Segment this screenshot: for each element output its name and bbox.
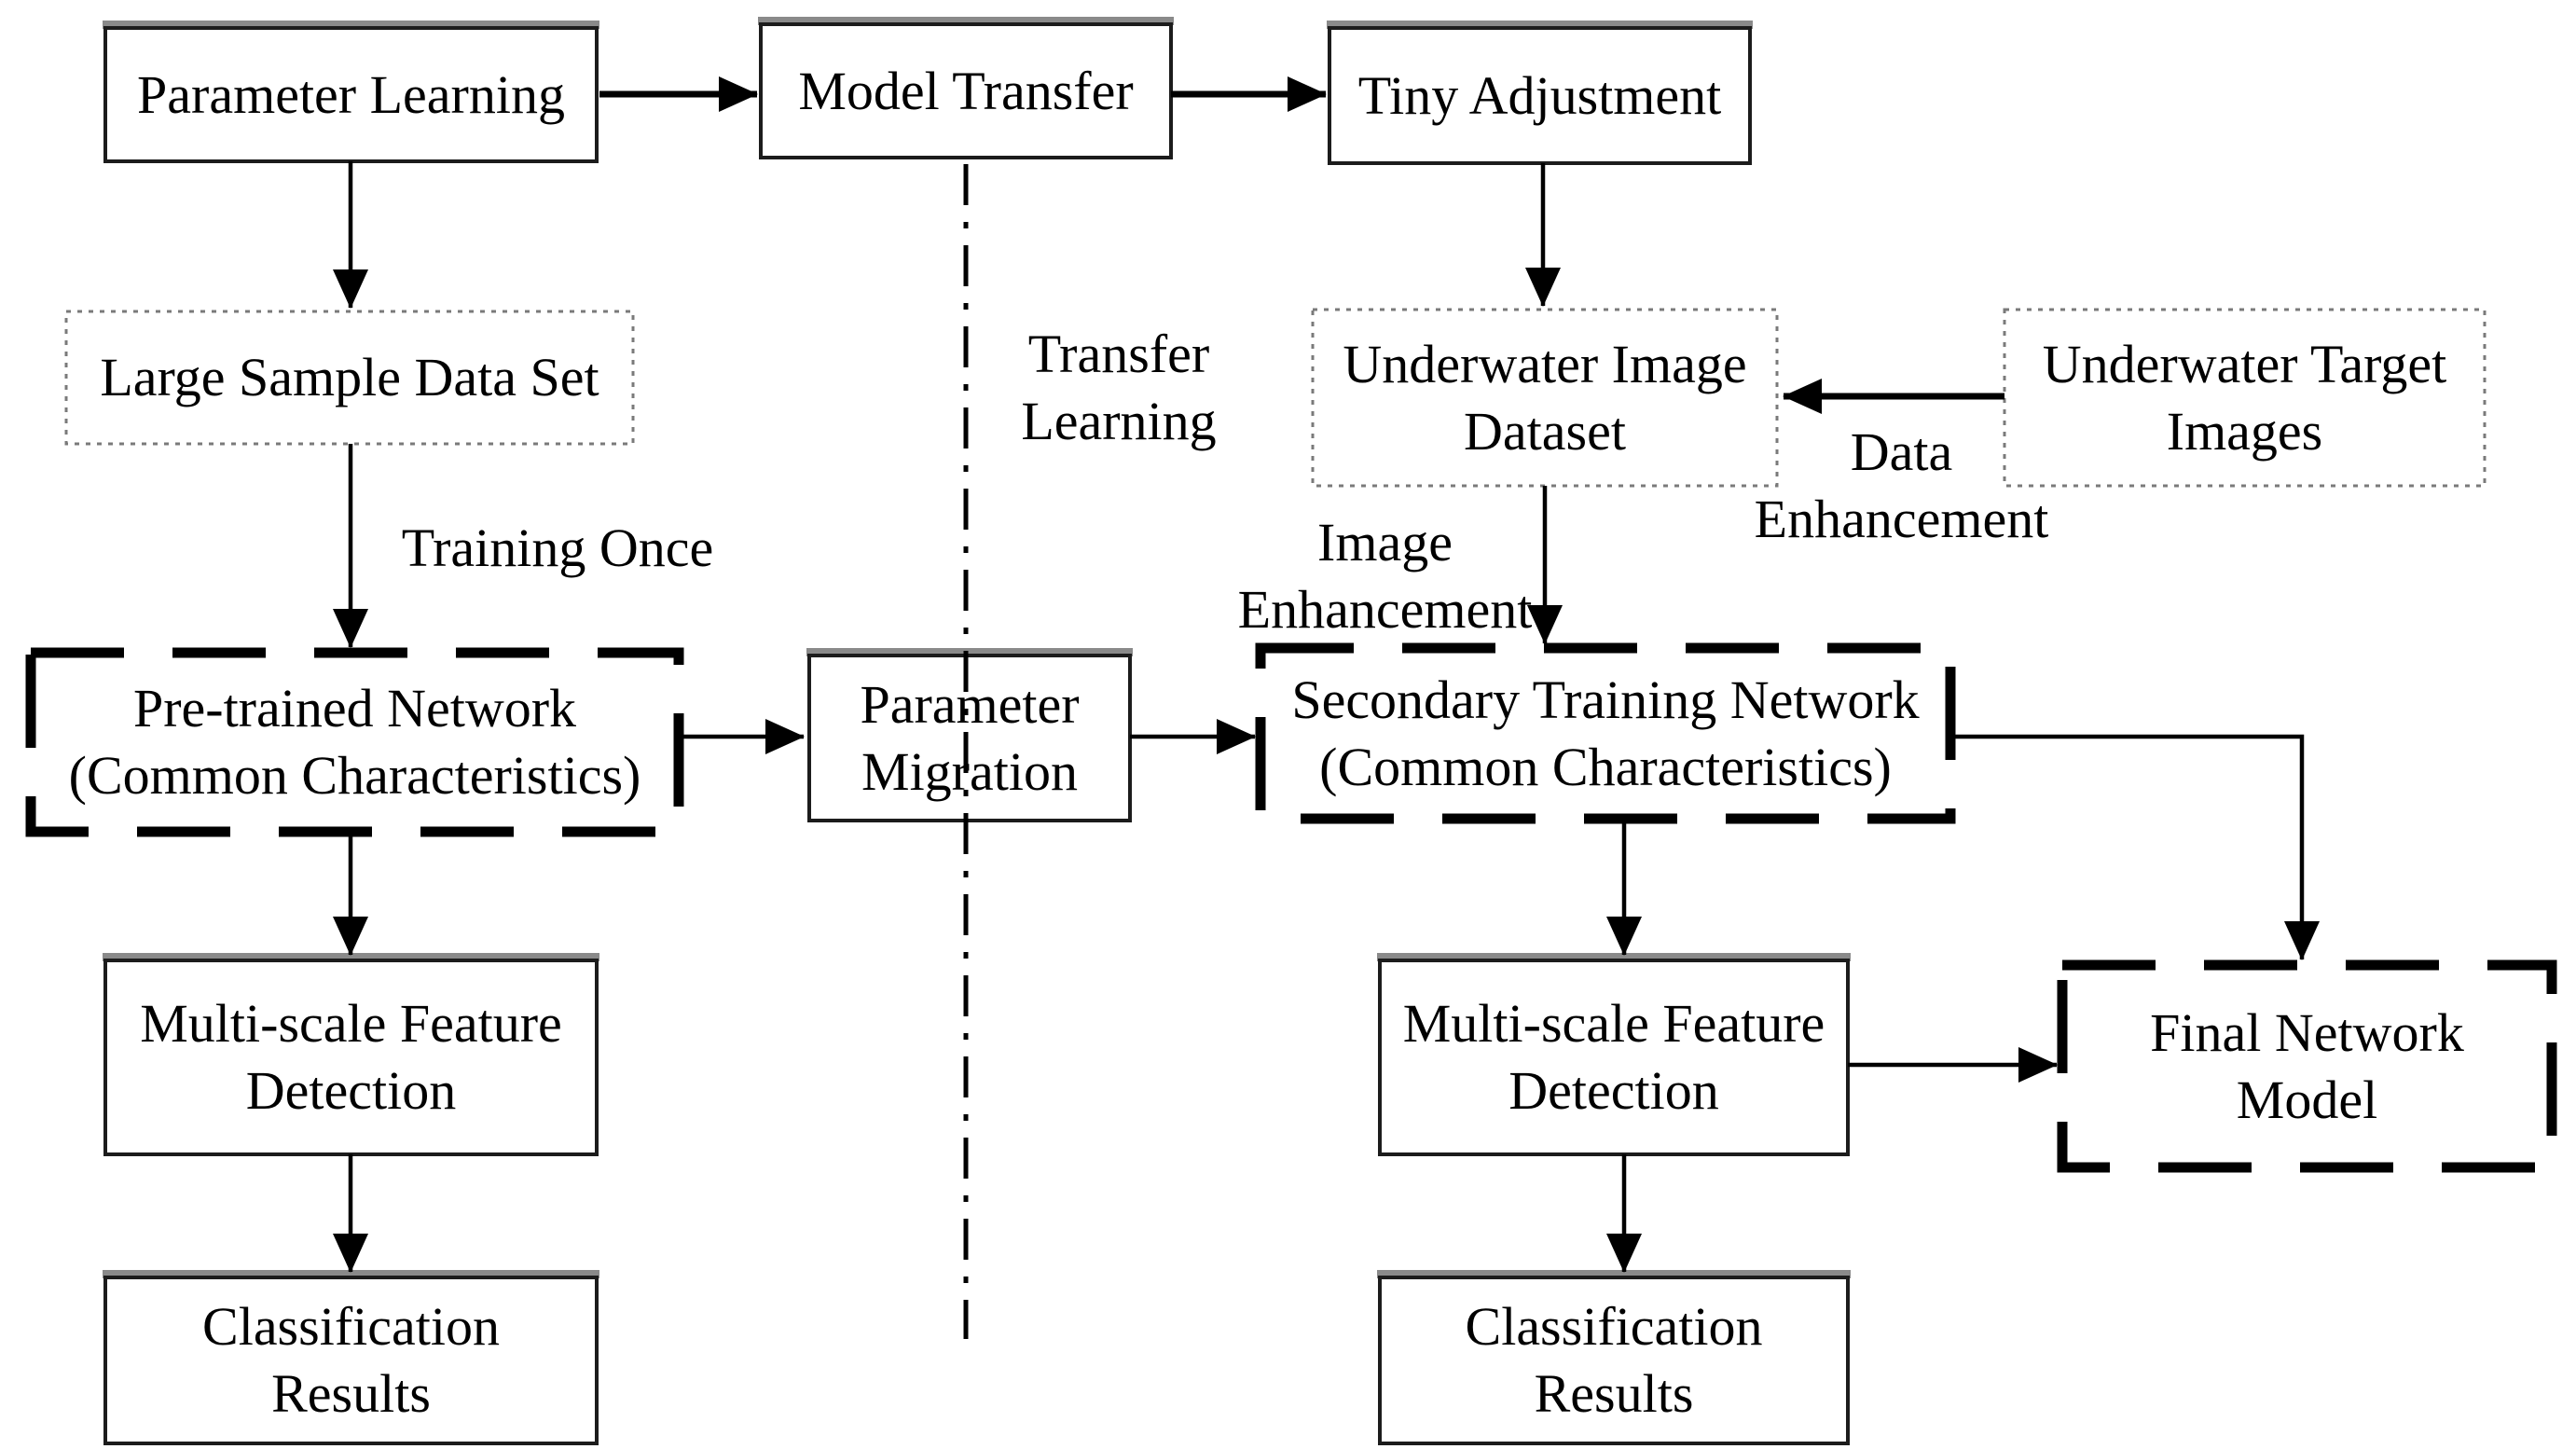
- box-multiscale-feature-detection-left: Multi-scale Feature Detection: [105, 960, 597, 1154]
- box-underwater-image-dataset: Underwater Image Dataset: [1313, 310, 1777, 486]
- classification-left-top-shadow: [103, 1270, 599, 1278]
- box-label: (Common Characteristics): [1319, 736, 1892, 797]
- box-label: (Common Characteristics): [68, 745, 641, 806]
- tiny-adjustment-border: [1328, 26, 1752, 165]
- edge-label: Training Once: [401, 518, 714, 579]
- box-label: Images: [2166, 400, 2323, 462]
- box-underwater-target-images: Underwater Target Images: [2004, 310, 2485, 486]
- box-label: Large Sample Data Set: [100, 347, 599, 408]
- multiscale-right-border: [1378, 959, 1850, 1156]
- box-classification-results-left: Classification Results: [105, 1277, 597, 1443]
- box-label: Model Transfer: [798, 60, 1134, 121]
- multiscale-left-border: [103, 959, 599, 1156]
- tiny-adjustment-top-shadow: [1327, 21, 1753, 29]
- label-image-enhancement: Image Enhancement: [1229, 511, 1541, 642]
- box-label: Multi-scale Feature: [140, 993, 562, 1055]
- label-training-once: Training Once: [380, 518, 735, 578]
- box-parameter-learning: Parameter Learning: [105, 28, 597, 161]
- box-label: Model: [2236, 1069, 2378, 1130]
- parameter-migration-top-shadow: [806, 648, 1133, 656]
- box-label: Secondary Training Network: [1291, 669, 1920, 730]
- box-label: Classification: [202, 1296, 500, 1358]
- box-final-network-model: Final Network Model: [2062, 965, 2552, 1167]
- pretrained-network-border: [25, 647, 684, 837]
- box-label: Dataset: [1464, 400, 1626, 462]
- box-label: Results: [271, 1363, 431, 1424]
- flow-arrows: [333, 76, 2320, 1273]
- parameter-migration-border: [807, 654, 1132, 822]
- edge-label: Enhancement: [1754, 489, 2049, 549]
- box-label: Migration: [861, 740, 1078, 802]
- classification-right-top-shadow: [1377, 1270, 1851, 1278]
- box-label: Final Network: [2150, 1001, 2464, 1063]
- final-network-model-border: [2057, 959, 2557, 1173]
- box-large-sample-data-set: Large Sample Data Set: [66, 311, 633, 444]
- box-label: Detection: [245, 1060, 457, 1121]
- arrow-secondary-network-to-final-model: [1950, 734, 2320, 960]
- box-label: Parameter: [860, 673, 1080, 735]
- box-parameter-migration: Parameter Migration: [809, 656, 1130, 821]
- box-secondary-training-network: Secondary Training Network (Common Chara…: [1260, 648, 1950, 819]
- edge-label: Transfer: [1027, 324, 1210, 385]
- edge-label: Learning: [1021, 391, 1217, 451]
- label-transfer-learning: Transfer Learning: [988, 315, 1249, 461]
- box-model-transfer: Model Transfer: [761, 24, 1171, 158]
- box-tiny-adjustment: Tiny Adjustment: [1329, 28, 1750, 163]
- model-transfer-border: [759, 22, 1173, 159]
- classification-left-border: [103, 1276, 599, 1445]
- dashed-box-borders: [25, 642, 2557, 1173]
- box-label: Detection: [1508, 1060, 1719, 1121]
- box-label: Multi-scale Feature: [1402, 993, 1825, 1055]
- edge-label: Enhancement: [1237, 579, 1533, 640]
- box-label: Parameter Learning: [137, 63, 565, 125]
- underwater-target-images-border: [2003, 308, 2486, 488]
- box-multiscale-feature-detection-right: Multi-scale Feature Detection: [1380, 960, 1848, 1154]
- classification-right-border: [1378, 1276, 1850, 1445]
- model-transfer-top-shadow: [758, 17, 1174, 25]
- box-label: Underwater Target: [2042, 333, 2447, 394]
- box-classification-results-right: Classification Results: [1380, 1277, 1848, 1443]
- edge-label: Image: [1317, 512, 1453, 573]
- multiscale-right-top-shadow: [1377, 953, 1851, 961]
- edge-label: Data: [1850, 421, 1953, 483]
- box-label: Pre-trained Network: [132, 678, 577, 739]
- parameter-learning-top-shadow: [103, 21, 599, 29]
- box-label: Tiny Adjustment: [1357, 64, 1722, 126]
- label-data-enhancement: Data Enhancement: [1745, 420, 2058, 552]
- box-label: Results: [1534, 1363, 1694, 1424]
- box-label: Classification: [1465, 1296, 1763, 1358]
- large-sample-data-set-border: [64, 310, 635, 446]
- box-pretrained-network: Pre-trained Network (Common Characterist…: [31, 653, 679, 832]
- box-label: Underwater Image: [1343, 333, 1747, 394]
- multiscale-left-top-shadow: [103, 953, 599, 961]
- secondary-training-network-border: [1255, 642, 1956, 824]
- solid-box-borders: [103, 17, 1851, 1445]
